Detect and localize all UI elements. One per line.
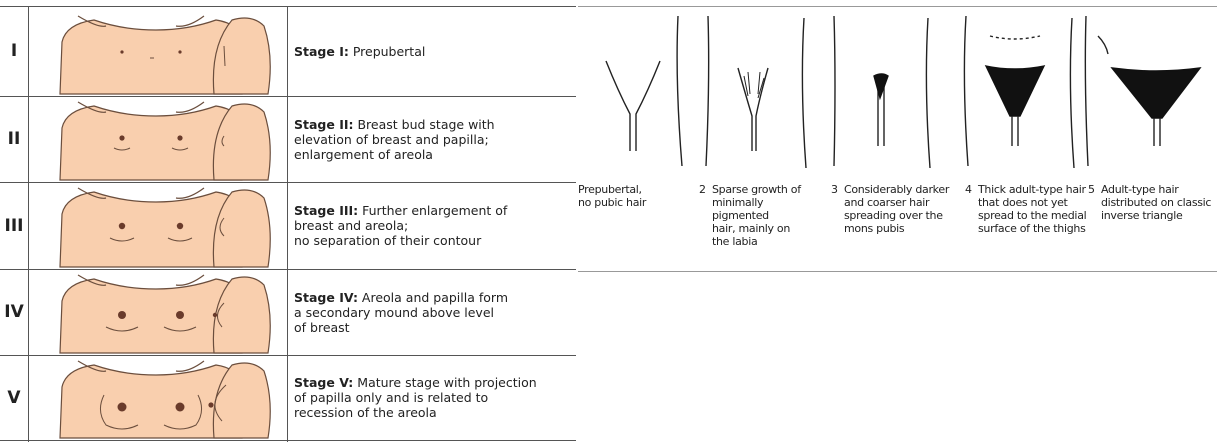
breast-stages-table: I Stage I: Prepubertal II	[0, 0, 576, 446]
caption-line: mons pubis	[844, 222, 959, 235]
breast-stage-figure	[28, 355, 286, 440]
breast-stage-figure	[28, 269, 286, 355]
pubic-stage-caption: 5 Adult-type hair distributed on classic…	[1101, 183, 1217, 222]
breast-stage-description: Stage V: Mature stage with projection of…	[294, 355, 574, 440]
stage-numeral: V	[0, 355, 28, 440]
stage-text-line: a secondary mound above level	[294, 305, 574, 320]
caption-number: 5	[1088, 183, 1095, 196]
caption-line: Adult-type hair	[1101, 183, 1217, 196]
caption-line: Sparse growth of	[712, 183, 822, 196]
stage-title: Stage III:	[294, 203, 358, 218]
stage-text-line: of breast	[294, 320, 574, 335]
pubic-stage-1-figure	[606, 16, 682, 166]
pubic-stage-4-figure	[964, 16, 1074, 168]
caption-line: surface of the thighs	[978, 222, 1093, 235]
caption-line: inverse triangle	[1101, 209, 1217, 222]
caption-number: 3	[831, 183, 838, 196]
pubic-stages-panel: Prepubertal, no pubic hair 2 Sparse grow…	[578, 0, 1217, 280]
breast-stage-row: II Stage II: Breast bud stage with eleva…	[0, 96, 576, 182]
caption-line: hair, mainly on	[712, 222, 822, 235]
breast-stage-row: V Stage V: Mature stage with projection …	[0, 355, 576, 440]
caption-line: distributed on classic	[1101, 196, 1217, 209]
stage-text-line: of papilla only and is related to	[294, 390, 574, 405]
stage-text-line: recession of the areola	[294, 405, 574, 420]
stage-title: Stage V:	[294, 375, 353, 390]
caption-line: Thick adult-type hair	[978, 183, 1093, 196]
stage-text-line: Prepubertal	[349, 44, 426, 59]
stage-text-line: enlargement of areola	[294, 147, 574, 162]
pubic-stage-2-figure	[706, 16, 806, 168]
caption-number: 4	[965, 183, 972, 196]
stage-text-line: Breast bud stage with	[354, 117, 495, 132]
pubic-stage-caption: 3 Considerably darker and coarser hair s…	[844, 183, 959, 235]
breast-stage-row: I Stage I: Prepubertal	[0, 6, 576, 96]
stage-numeral: II	[0, 96, 28, 182]
stage-text-line: Areola and papilla form	[358, 290, 508, 305]
caption-line: no pubic hair	[578, 196, 668, 209]
stage-title: Stage II:	[294, 117, 354, 132]
breast-stage-description: Stage III: Further enlargement of breast…	[294, 182, 574, 269]
pubic-stage-caption: Prepubertal, no pubic hair	[578, 183, 668, 209]
stage-numeral: I	[0, 6, 28, 96]
caption-line: Considerably darker	[844, 183, 959, 196]
stage-text-line: Further enlargement of	[358, 203, 507, 218]
pubic-stage-5-figure	[1085, 16, 1200, 166]
breast-stage-row: IV Stage IV: Areola and papilla form a s…	[0, 269, 576, 355]
panel-rule	[578, 271, 1217, 272]
caption-line: that does not yet	[978, 196, 1093, 209]
breast-stage-description: Stage II: Breast bud stage with elevatio…	[294, 96, 574, 182]
stage-text-line: no separation of their contour	[294, 233, 574, 248]
caption-line: and coarser hair	[844, 196, 959, 209]
pubic-stage-caption: 4 Thick adult-type hair that does not ye…	[978, 183, 1093, 235]
breast-stage-figure	[28, 182, 286, 269]
caption-line: Prepubertal,	[578, 183, 668, 196]
pubic-stage-caption: 2 Sparse growth of minimally pigmented h…	[712, 183, 822, 248]
caption-line: the labia	[712, 235, 822, 248]
pubic-stage-3-figure	[834, 16, 930, 168]
stage-text-line: breast and areola;	[294, 218, 574, 233]
caption-line: spreading over the	[844, 209, 959, 222]
pubic-stages-figure	[578, 6, 1217, 181]
stage-numeral: III	[0, 182, 28, 269]
breast-stage-figure	[28, 6, 286, 96]
caption-line: minimally pigmented	[712, 196, 822, 222]
caption-line: spread to the medial	[978, 209, 1093, 222]
caption-number: 2	[699, 183, 706, 196]
breast-stage-figure	[28, 96, 286, 182]
breast-stage-description: Stage IV: Areola and papilla form a seco…	[294, 269, 574, 355]
breast-stage-description: Stage I: Prepubertal	[294, 6, 574, 96]
stage-text-line: Mature stage with projection	[353, 375, 536, 390]
breast-stage-row: III Stage III: Further enlargement of br…	[0, 182, 576, 269]
table-rule	[0, 440, 576, 441]
stage-numeral: IV	[0, 269, 28, 355]
stage-title: Stage I:	[294, 44, 349, 59]
stage-title: Stage IV:	[294, 290, 358, 305]
stage-text-line: elevation of breast and papilla;	[294, 132, 574, 147]
